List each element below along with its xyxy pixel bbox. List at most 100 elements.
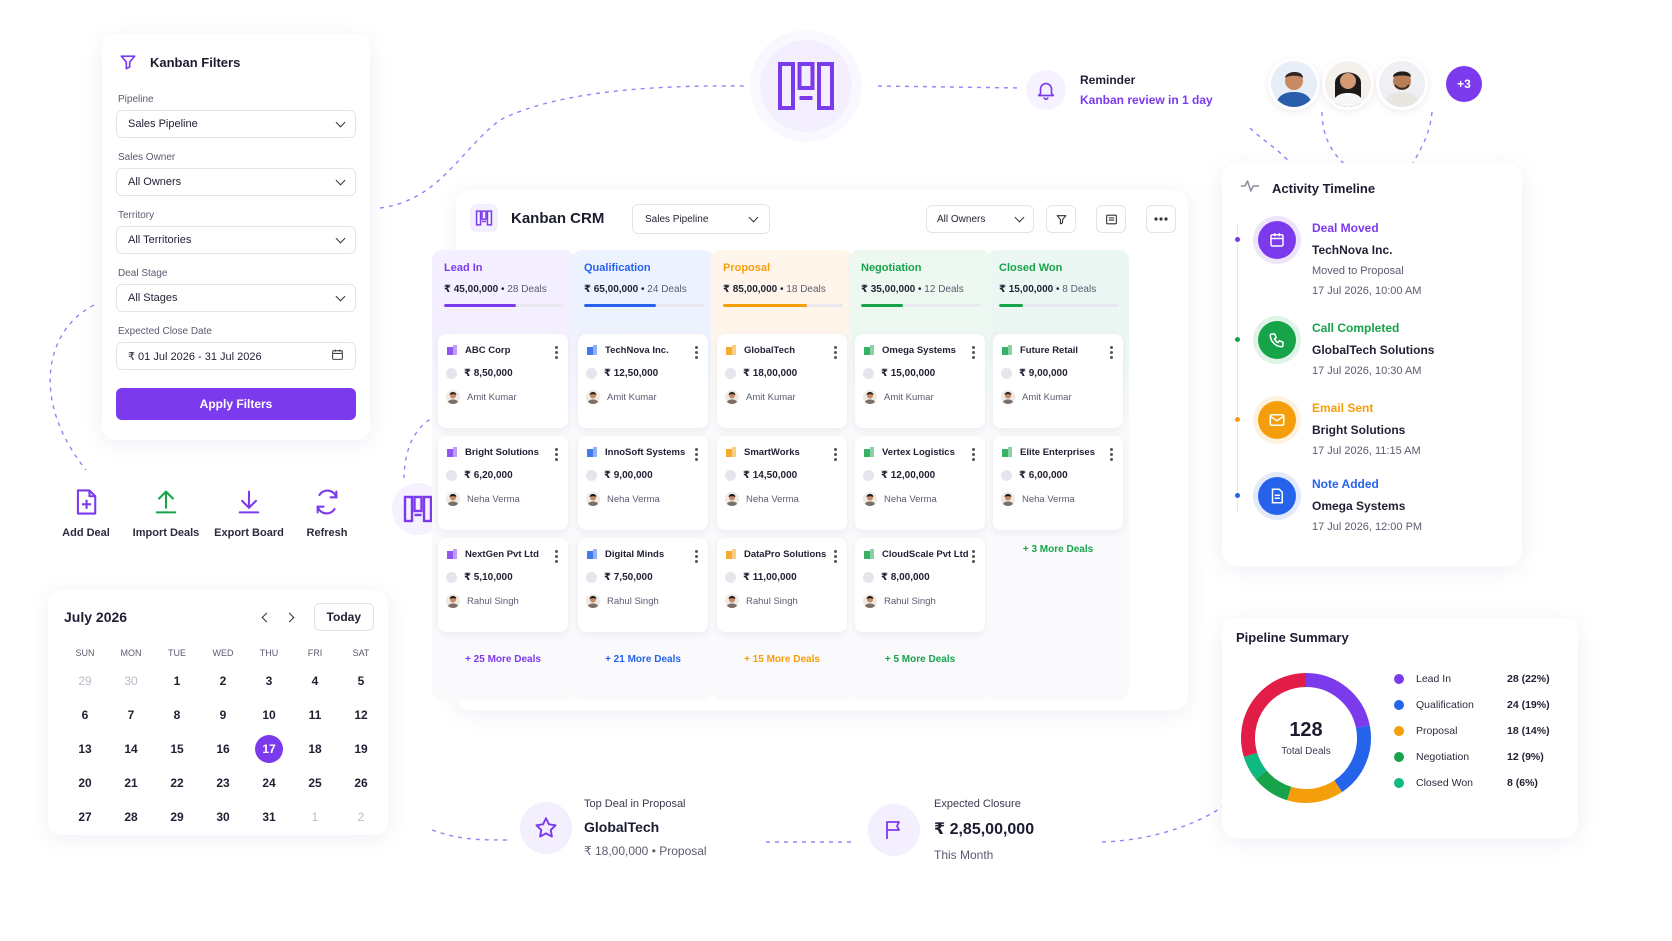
calendar-day-selected[interactable]: 17 <box>246 732 292 766</box>
kebab-menu-icon[interactable] <box>695 550 698 565</box>
calendar-day[interactable]: 23 <box>200 766 246 800</box>
calendar-day[interactable]: 15 <box>154 732 200 766</box>
calendar-day[interactable]: 30 <box>200 800 246 834</box>
kebab-menu-icon[interactable] <box>555 346 558 361</box>
timeline-description: Moved to Proposal <box>1312 265 1404 277</box>
calendar-day[interactable]: 18 <box>292 732 338 766</box>
calendar-day[interactable]: 30 <box>108 664 154 698</box>
import-deals-action[interactable]: Import Deals <box>124 485 208 539</box>
weekday-label: FRI <box>307 648 323 658</box>
export-board-action[interactable]: Export Board <box>207 485 291 539</box>
calendar-day[interactable]: 2 <box>338 800 384 834</box>
calendar-day[interactable]: 24 <box>246 766 292 800</box>
kebab-menu-icon[interactable] <box>555 448 558 463</box>
calendar-day-number: 9 <box>219 708 227 722</box>
calendar-day[interactable]: 10 <box>246 698 292 732</box>
kebab-menu-icon[interactable] <box>555 550 558 565</box>
calendar-day[interactable]: 6 <box>62 698 108 732</box>
kebab-menu-icon[interactable] <box>972 550 975 565</box>
calendar-day[interactable]: 29 <box>154 800 200 834</box>
calendar-day-number: 23 <box>216 776 230 790</box>
kebab-menu-icon[interactable] <box>695 448 698 463</box>
calendar-day[interactable]: 19 <box>338 732 384 766</box>
calendar-day[interactable]: 1 <box>154 664 200 698</box>
more-members-badge[interactable]: +3 <box>1446 66 1482 102</box>
kebab-menu-icon[interactable] <box>1110 448 1113 463</box>
calendar-day[interactable]: 5 <box>338 664 384 698</box>
calendar-day[interactable]: 25 <box>292 766 338 800</box>
calendar-day[interactable]: 26 <box>338 766 384 800</box>
more-deals-link[interactable]: + 5 More Deals <box>884 654 956 665</box>
kebab-menu-icon[interactable] <box>834 550 837 565</box>
calendar-day[interactable]: 8 <box>154 698 200 732</box>
avatar[interactable] <box>1322 58 1374 110</box>
board-pipeline-select[interactable]: Sales Pipeline <box>632 204 770 234</box>
refresh-action[interactable]: Refresh <box>285 485 369 539</box>
kebab-menu-icon[interactable] <box>972 346 975 361</box>
kebab-menu-icon[interactable] <box>834 448 837 463</box>
kebab-menu-icon[interactable] <box>1110 346 1113 361</box>
board-view-button[interactable] <box>1096 205 1126 233</box>
prev-month-button[interactable] <box>252 604 278 630</box>
kebab-menu-icon[interactable] <box>695 346 698 361</box>
territory-select[interactable]: All Territories <box>116 226 356 254</box>
calendar-day[interactable]: 2 <box>200 664 246 698</box>
stage-label: Deal Stage <box>118 268 168 279</box>
calendar-day[interactable]: 20 <box>62 766 108 800</box>
calendar-day[interactable]: 28 <box>108 800 154 834</box>
avatar[interactable] <box>1376 58 1428 110</box>
next-month-button[interactable] <box>278 604 304 630</box>
apply-filters-button[interactable]: Apply Filters <box>116 388 356 420</box>
more-deals-link[interactable]: + 15 More Deals <box>744 654 820 665</box>
more-deals-link[interactable]: + 21 More Deals <box>605 654 681 665</box>
calendar-day[interactable]: 3 <box>246 664 292 698</box>
kebab-menu-icon[interactable] <box>972 448 975 463</box>
kebab-menu-icon[interactable] <box>834 346 837 361</box>
calendar-day[interactable]: 16 <box>200 732 246 766</box>
owner-select[interactable]: All Owners <box>116 168 356 196</box>
date-range-input[interactable]: ₹ 01 Jul 2026 - 31 Jul 2026 <box>116 342 356 370</box>
calendar-day[interactable]: 11 <box>292 698 338 732</box>
avatar[interactable] <box>1268 58 1320 110</box>
calendar-day[interactable]: 13 <box>62 732 108 766</box>
calendar-day[interactable]: 31 <box>246 800 292 834</box>
calendar-day[interactable]: 21 <box>108 766 154 800</box>
expected-closure-label: Expected Closure <box>934 798 1021 810</box>
add-deal-action[interactable]: Add Deal <box>44 485 128 539</box>
board-filter-button[interactable] <box>1046 205 1076 233</box>
calendar-day[interactable]: 7 <box>108 698 154 732</box>
board-more-button[interactable] <box>1146 205 1176 233</box>
calendar-day[interactable]: 1 <box>292 800 338 834</box>
pipeline-select[interactable]: Sales Pipeline <box>116 110 356 138</box>
board-owners-select[interactable]: All Owners <box>926 205 1034 233</box>
calendar-day[interactable]: 9 <box>200 698 246 732</box>
more-deals-link[interactable]: + 3 More Deals <box>1022 544 1094 555</box>
calendar-day[interactable]: 22 <box>154 766 200 800</box>
more-deals-link[interactable]: + 25 More Deals <box>465 654 541 665</box>
calendar-day[interactable]: 4 <box>292 664 338 698</box>
today-button[interactable]: Today <box>313 603 374 631</box>
calendar-day[interactable]: 14 <box>108 732 154 766</box>
calendar-day[interactable]: 12 <box>338 698 384 732</box>
calendar-day[interactable]: 27 <box>62 800 108 834</box>
stage-select[interactable]: All Stages <box>116 284 356 312</box>
calendar-day[interactable]: 29 <box>62 664 108 698</box>
